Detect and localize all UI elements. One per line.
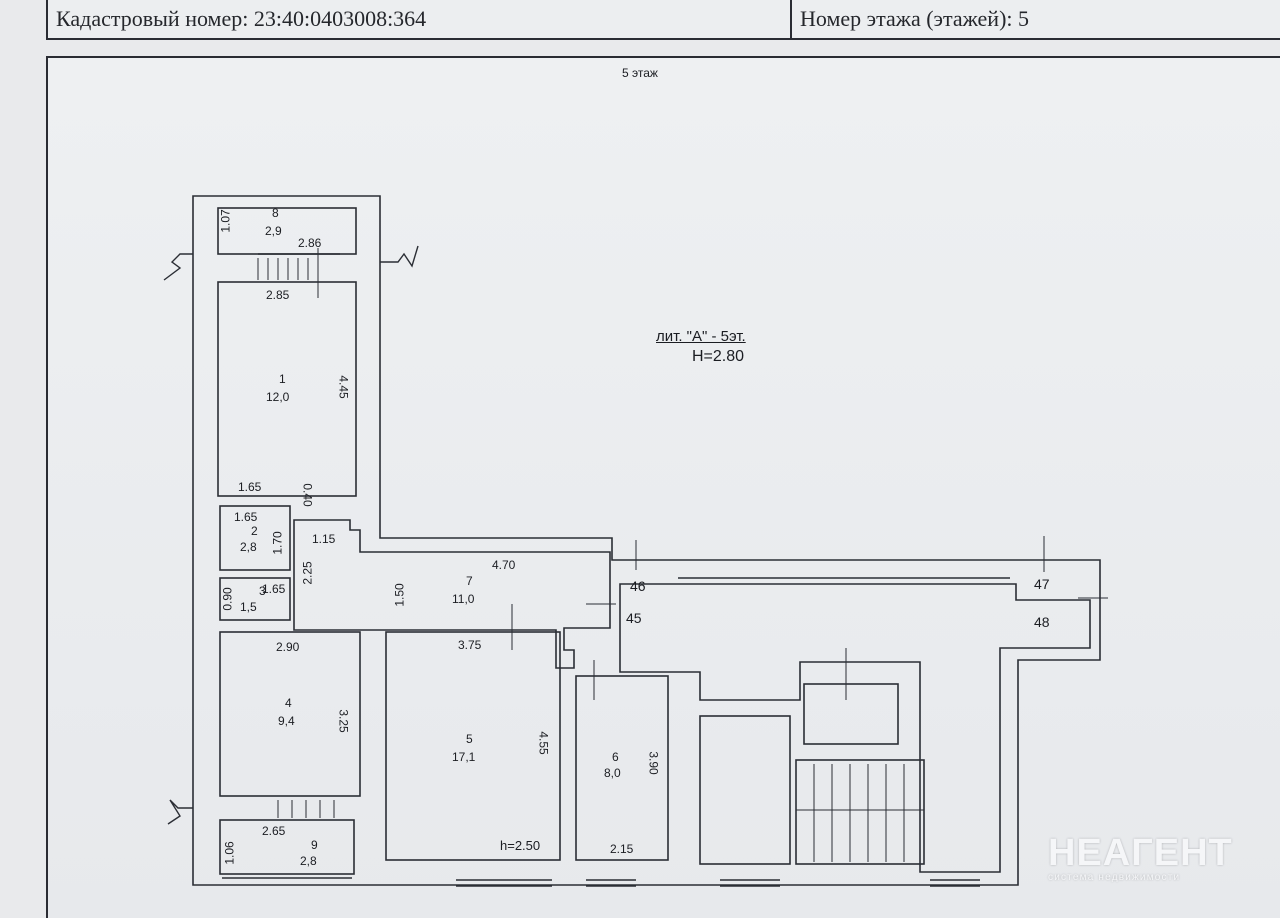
dim-label: 1.65 — [238, 480, 262, 494]
dim-label: 3.90 — [646, 751, 661, 775]
wall-room-6 — [575, 675, 669, 861]
wall-stair-block — [795, 759, 925, 865]
room-7-area: 11,0 — [452, 592, 475, 606]
dim-label: 1.65 — [262, 582, 286, 596]
dim-label: 2.25 — [300, 561, 315, 585]
room-5-area: 17,1 — [452, 750, 476, 764]
dim-label: 1.65 — [234, 510, 258, 524]
break-marks — [163, 245, 419, 825]
logo: НЕАГЕНТ система недвижимости — [1048, 834, 1233, 883]
dim-label: 1.06 — [222, 841, 237, 865]
logo-tagline: система недвижимости — [1048, 872, 1181, 883]
dim-label: 3.25 — [336, 709, 351, 733]
dim-label: 4.55 — [536, 731, 551, 755]
dim-label: 1.15 — [312, 532, 336, 546]
room-6-number: 6 — [612, 750, 619, 764]
wall-room-9 — [219, 819, 355, 875]
dim-label: 3.75 — [458, 638, 482, 652]
dim-label: 1.70 — [270, 531, 285, 555]
dim-label: 1.50 — [392, 583, 407, 607]
common-area-48: 48 — [1034, 614, 1050, 630]
wall-elevator — [699, 715, 791, 865]
dim-label: 4.70 — [492, 558, 516, 572]
room-2-area: 2,8 — [240, 540, 257, 554]
floor-title: 5 этаж — [622, 66, 658, 80]
dim-label: 2.86 — [298, 236, 322, 250]
wall-room-3 — [219, 577, 291, 621]
dim-label: 4.45 — [336, 375, 351, 399]
wall-room-4 — [219, 631, 361, 797]
room-1-number: 1 — [279, 372, 286, 386]
header-table: Кадастровый номер: 23:40:0403008:364 Ном… — [46, 0, 1280, 40]
floor-count: Номер этажа (этажей): 5 — [800, 6, 1030, 31]
wall-corridor — [619, 583, 1091, 873]
dim-label: 0.40 — [300, 483, 315, 507]
wall-room-7 — [293, 519, 611, 669]
common-area-46: 46 — [630, 578, 646, 594]
dim-label: 2.15 — [610, 842, 634, 856]
wall-room-2 — [219, 505, 291, 571]
dim-label: 2.90 — [276, 640, 300, 654]
room-6-area: 8,0 — [604, 766, 621, 780]
wall-outer-left — [192, 195, 1101, 886]
wall-stair-well — [803, 683, 899, 745]
common-area-47: 47 — [1034, 576, 1050, 592]
room-1-area: 12,0 — [266, 390, 290, 404]
room-3-number: 3 — [259, 584, 266, 598]
cadastral-number: Кадастровый номер: 23:40:0403008:364 — [48, 0, 792, 38]
wall-room-5 — [385, 631, 561, 861]
room-3-area: 1,5 — [240, 600, 257, 614]
wall-room-1 — [217, 281, 357, 497]
room-4-area: 9,4 — [278, 714, 295, 728]
windows — [222, 253, 1010, 887]
room-2-number: 2 — [251, 524, 258, 538]
dim-label: 2.85 — [266, 288, 290, 302]
room-7-number: 7 — [466, 574, 473, 588]
room-8-area: 2,9 — [265, 224, 282, 238]
room-5-number: 5 — [466, 732, 473, 746]
dim-label: 2.65 — [262, 824, 286, 838]
room-8-number: 8 — [272, 206, 279, 220]
stair-treads — [257, 248, 1108, 862]
dim-label: 0.90 — [220, 587, 235, 611]
logo-brand: НЕАГЕНТ — [1048, 832, 1233, 874]
plan-sheet — [46, 56, 1280, 918]
building-height: H=2.80 — [692, 348, 745, 365]
building-letter: лит. "А" - 5эт. — [656, 328, 746, 345]
dim-label: 1.07 — [218, 209, 233, 233]
common-area-45: 45 — [626, 610, 642, 626]
room-9-area: 2,8 — [300, 854, 317, 868]
room-5-height: h=2.50 — [500, 838, 541, 853]
wall-room-8 — [217, 207, 357, 255]
room-4-number: 4 — [285, 696, 292, 710]
room-9-number: 9 — [311, 838, 318, 852]
